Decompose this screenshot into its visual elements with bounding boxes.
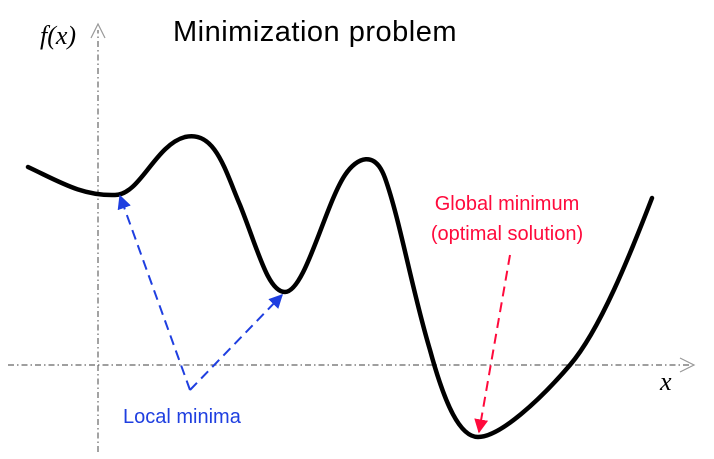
optimal-solution-label: (optimal solution) (431, 223, 583, 245)
local-minima-label: Local minima (123, 406, 242, 428)
global-minimum-arrow (474, 254, 511, 434)
x-axis-arrowhead (679, 357, 696, 373)
y-axis-label: f(x) (40, 21, 76, 50)
global-minimum-label: Global minimum (435, 193, 579, 215)
local-minima-arrow-2 (189, 293, 283, 391)
y-axis-arrowhead (90, 22, 106, 39)
objective-function-curve (25, 133, 655, 440)
local-minima-arrows (117, 194, 191, 391)
x-axis-label: x (659, 367, 672, 396)
diagram-title: Minimization problem (173, 16, 457, 48)
